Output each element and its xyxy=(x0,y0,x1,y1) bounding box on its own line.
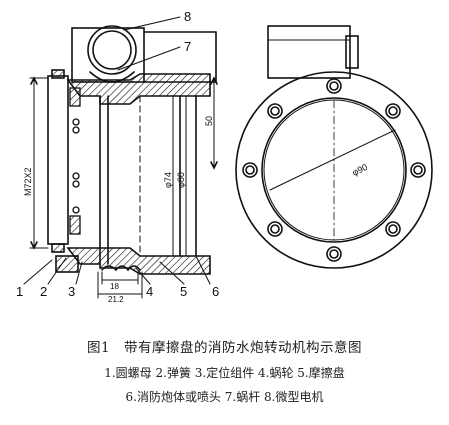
callout-4: 4 xyxy=(146,284,153,299)
dim-21-2-label: 21.2 xyxy=(108,295,124,304)
leader-8 xyxy=(123,16,181,31)
dim-thread-label: M72X2 xyxy=(23,167,33,196)
leader-4 xyxy=(135,267,151,285)
callout-1: 1 xyxy=(16,284,23,299)
callout-6: 6 xyxy=(212,284,219,299)
callout-7: 7 xyxy=(184,39,191,54)
callout-8: 8 xyxy=(184,9,191,24)
leader-7 xyxy=(117,46,181,71)
inner-bore xyxy=(261,97,407,243)
spring-stack xyxy=(69,87,81,235)
bolt-holes xyxy=(242,78,426,262)
dim-90-label: φ90 xyxy=(350,162,369,178)
figure-label: 图1 xyxy=(86,340,111,356)
worm-wheel-teeth xyxy=(101,265,141,272)
outer-flange xyxy=(235,71,433,269)
dim-74-label: φ74 xyxy=(163,172,173,188)
legend-line-2: 6.消防炮体或喷头 7.蜗杆 8.微型电机 xyxy=(125,390,324,404)
front-view xyxy=(210,25,433,269)
caption-title-line: 图1 带有摩擦盘的消防水炮转动机构示意图 xyxy=(0,336,449,356)
dim-18-label: 18 xyxy=(110,282,119,291)
figure-caption: 图1 带有摩擦盘的消防水炮转动机构示意图 1.圆螺母 2.弹簧 3.定位组件 4.… xyxy=(0,336,449,412)
callout-3: 3 xyxy=(68,284,75,299)
dim-80-label: φ80 xyxy=(176,172,186,188)
leader-6 xyxy=(195,255,211,285)
callout-2: 2 xyxy=(40,284,47,299)
section-view xyxy=(23,16,217,299)
leader-5 xyxy=(159,261,185,285)
leader-1 xyxy=(23,259,53,285)
leader-2 xyxy=(47,257,67,285)
legend-line-1: 1.圆螺母 2.弹簧 3.定位组件 4.蜗轮 5.摩擦盘 xyxy=(104,366,345,380)
motor-block xyxy=(267,25,351,79)
caption-title: 带有摩擦盘的消防水炮转动机构示意图 xyxy=(124,340,363,356)
leader-3 xyxy=(75,261,83,285)
round-nut xyxy=(47,75,69,245)
mechanism-drawing: 8 7 1 2 3 4 5 6 M72X2 φ74 φ80 50 φ90 18 … xyxy=(16,9,433,304)
callout-5: 5 xyxy=(180,284,187,299)
dim-50-label: 50 xyxy=(204,116,214,126)
worm-circle xyxy=(87,25,137,75)
